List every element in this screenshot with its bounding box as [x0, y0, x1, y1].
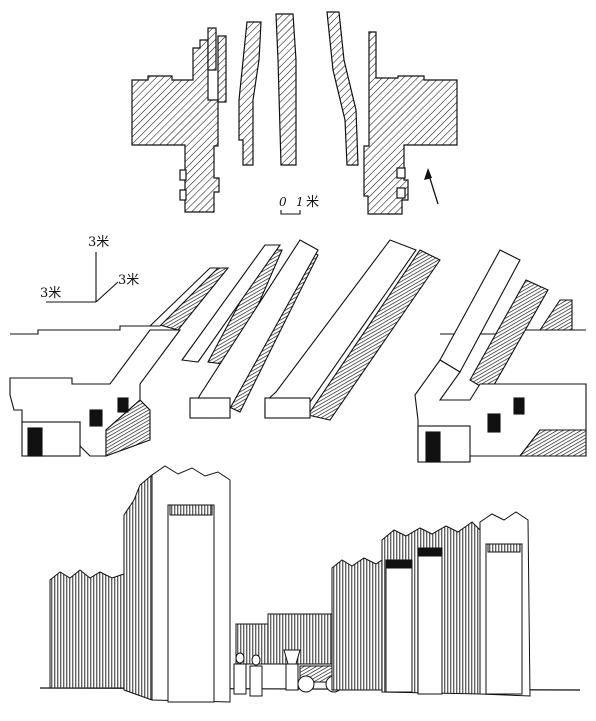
- floor-plan: [131, 11, 458, 215]
- plan-scale-bar: 0 1 米: [279, 195, 319, 215]
- axis-label-diagonal: 3米: [118, 273, 139, 288]
- scale-label-zero: 0: [279, 195, 287, 209]
- persp-left-low-wall: [49, 569, 125, 689]
- axo-wall-end-a: [189, 397, 231, 419]
- axis-labels: 3米 3米 3米: [40, 235, 139, 301]
- axo-wall-shadow-6: [538, 299, 573, 331]
- persp-distant-wall-right: [267, 613, 333, 665]
- axo-wall-end-b: [264, 397, 311, 419]
- axonometric-view: [9, 239, 587, 463]
- plan-right-tower: [363, 31, 458, 215]
- plan-wall-1: [238, 21, 262, 166]
- persp-figures: [233, 649, 301, 697]
- persp-left-tower-side: [123, 473, 153, 701]
- scale-label-unit: 米: [306, 195, 319, 210]
- axis-label-vertical: 3米: [88, 235, 109, 250]
- scale-label-one: 1: [296, 195, 304, 209]
- persp-right-low-wall: [331, 557, 383, 691]
- plan-left-pier-b: [207, 27, 217, 71]
- axo-wall-shadow-4: [307, 249, 441, 421]
- plan-wall-3: [326, 11, 359, 166]
- axis-indicator: [46, 252, 119, 303]
- plan-wall-2: [275, 13, 297, 166]
- axis-label-horizontal: 3米: [40, 286, 61, 301]
- plan-left-pier-a: [217, 35, 227, 103]
- persp-right-doorway: [485, 543, 523, 695]
- perspective-view: [39, 465, 581, 703]
- plan-left-tower: [131, 39, 220, 213]
- persp-left-doorway: [167, 504, 215, 703]
